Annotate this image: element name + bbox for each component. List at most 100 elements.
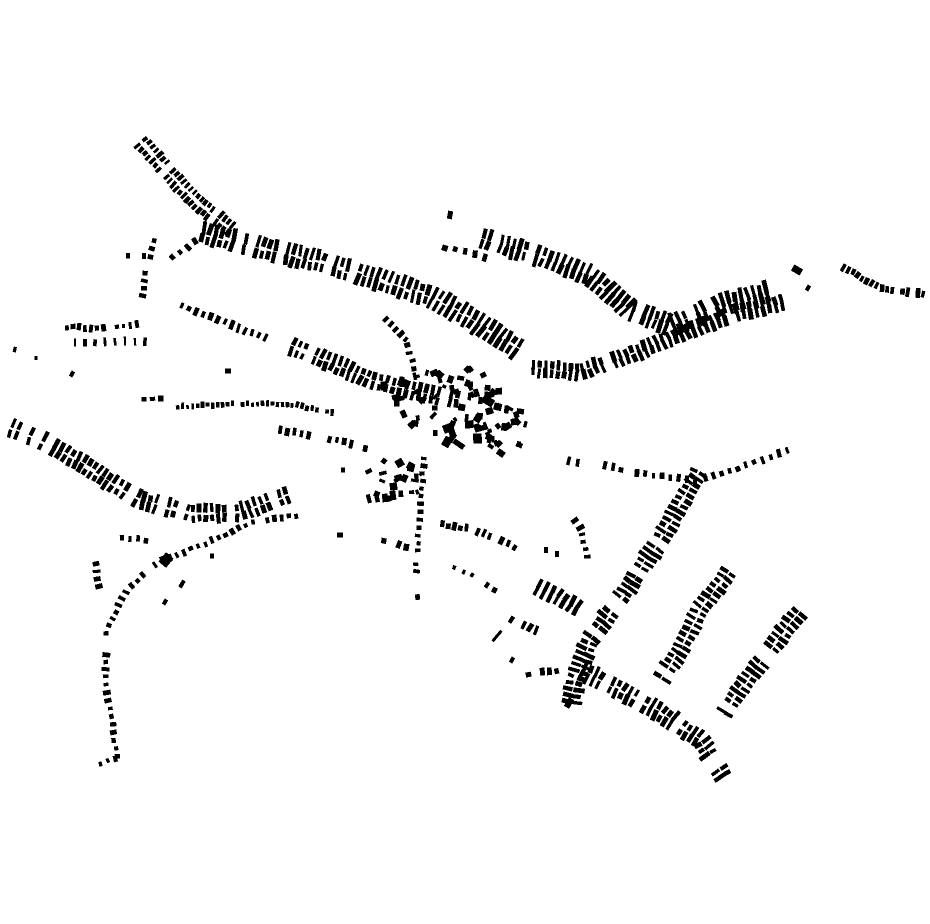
building-footprint: [591, 620, 600, 629]
building-footprint: [677, 487, 686, 496]
building-footprint: [661, 676, 672, 685]
building-footprint: [429, 411, 438, 420]
building-footprint: [197, 514, 202, 522]
building-footprint: [113, 745, 119, 751]
building-footprint: [144, 154, 152, 162]
building-footprint: [265, 501, 274, 512]
building-footprint: [663, 509, 675, 517]
building-footprint: [726, 691, 735, 698]
building-footprint: [169, 180, 178, 190]
building-footprint: [562, 691, 574, 699]
building-footprint: [203, 541, 209, 548]
building-footprint: [681, 720, 689, 728]
building-footprint: [478, 396, 483, 405]
building-footprint: [660, 339, 669, 351]
building-footprint: [127, 581, 136, 590]
building-footprint: [718, 470, 725, 477]
building-footprint: [510, 335, 519, 345]
building-footprint: [613, 301, 626, 314]
building-footprint: [719, 565, 730, 574]
building-footprint: [163, 159, 171, 166]
building-footprint: [140, 278, 149, 284]
building-footprint: [696, 728, 706, 739]
building-footprint: [441, 422, 454, 434]
building-footprint: [585, 360, 591, 369]
building-footprint: [405, 276, 415, 290]
building-footprint: [606, 685, 613, 694]
building-footprint: [294, 400, 300, 409]
building-footprint: [143, 537, 149, 544]
building-footprint: [544, 547, 548, 553]
building-footprint: [241, 510, 248, 520]
building-footprint: [447, 309, 458, 323]
building-footprint: [113, 488, 120, 496]
building-footprint: [592, 269, 601, 279]
building-footprint: [771, 296, 779, 307]
building-footprint: [83, 338, 88, 347]
building-footprint: [85, 470, 94, 480]
building-footprint: [365, 493, 372, 504]
building-footprint: [196, 503, 202, 513]
building-footprint: [525, 622, 535, 633]
building-footprint: [125, 252, 131, 259]
building-footprint: [573, 687, 585, 694]
building-footprint: [147, 495, 154, 502]
building-footprint: [542, 247, 549, 257]
building-footprint: [867, 278, 876, 288]
building-footprint: [215, 504, 221, 514]
building-footprint: [141, 135, 149, 143]
building-footprint: [410, 366, 417, 372]
building-footprint: [413, 279, 420, 290]
building-footprint: [202, 502, 208, 513]
building-footprint: [561, 371, 568, 379]
building-footprint: [419, 478, 427, 484]
building-footprint: [477, 312, 487, 325]
building-footprint: [582, 672, 591, 685]
building-footprint: [645, 540, 656, 549]
building-footprint: [338, 367, 347, 378]
building-footprint: [588, 675, 597, 687]
building-footprint: [681, 323, 690, 333]
building-footprint: [357, 263, 364, 272]
building-footprint: [141, 149, 149, 157]
building-footprint: [775, 448, 782, 458]
building-footprint: [570, 660, 582, 668]
building-footprint: [138, 499, 146, 511]
building-footprint: [743, 461, 749, 469]
building-footprint: [191, 515, 196, 524]
building-footprint: [853, 270, 862, 280]
building-footprint: [448, 389, 455, 399]
building-footprint: [36, 443, 44, 451]
building-footprint: [574, 271, 583, 284]
building-footprint: [114, 324, 120, 330]
building-footprint: [281, 486, 289, 496]
building-footprint: [384, 285, 390, 294]
building-footprint: [610, 462, 616, 472]
building-footprint: [168, 167, 177, 175]
building-footprint: [133, 338, 137, 346]
building-footprint: [228, 220, 237, 230]
building-footprint: [290, 402, 294, 408]
building-footprint: [754, 665, 766, 675]
building-footprint: [602, 460, 608, 470]
building-footprint: [344, 370, 351, 382]
building-footprint: [266, 238, 275, 250]
building-footprint: [64, 325, 69, 331]
building-footprint: [128, 321, 133, 330]
building-footprint: [567, 672, 575, 679]
building-footprint: [178, 579, 186, 589]
building-footprint: [249, 328, 255, 337]
building-footprint: [775, 641, 785, 651]
building-footprint: [418, 486, 424, 491]
building-footprint: [544, 360, 548, 371]
building-footprint: [498, 327, 509, 339]
building-footprint: [111, 737, 117, 744]
building-footprint: [57, 441, 67, 453]
building-footprint: [890, 286, 895, 295]
building-footprint: [542, 581, 551, 593]
building-footprint: [105, 757, 111, 764]
building-footprint: [108, 713, 115, 720]
building-footprint: [784, 446, 790, 455]
building-footprint: [641, 304, 651, 318]
